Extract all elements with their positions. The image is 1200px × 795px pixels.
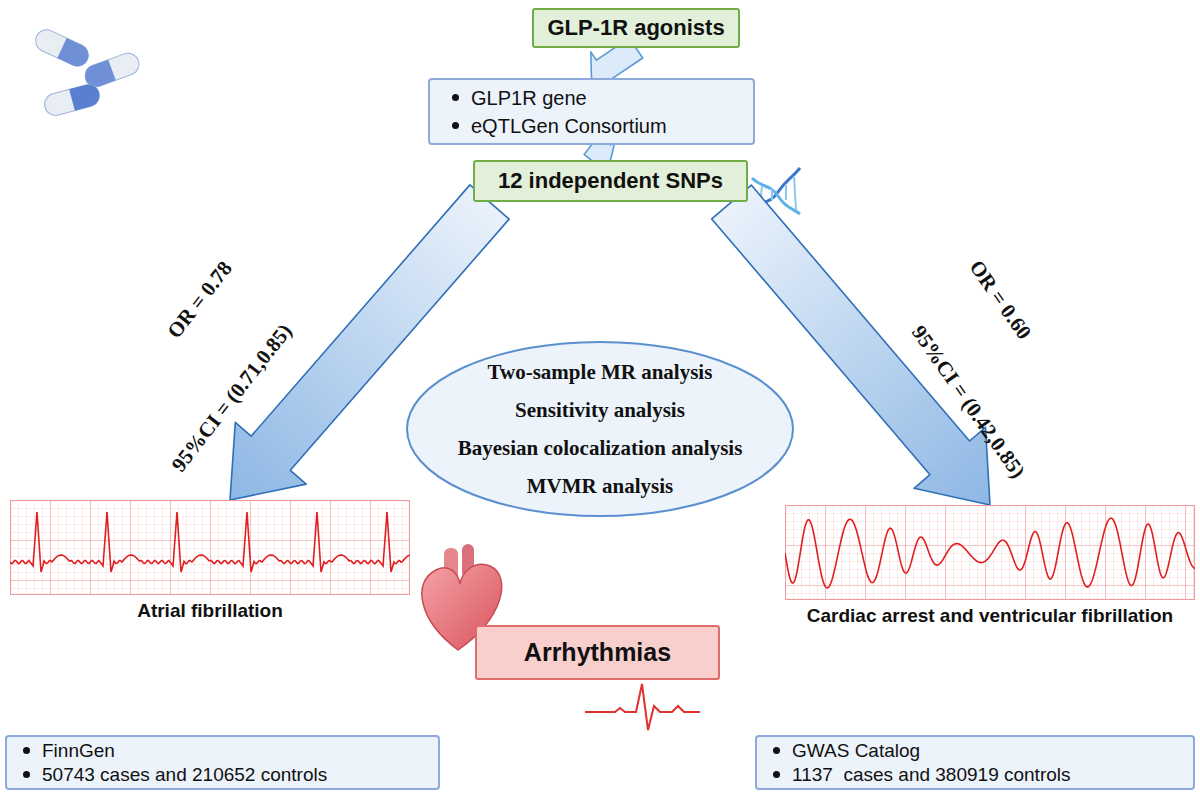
bullet-dot <box>452 122 459 129</box>
ecg-spike <box>585 684 700 730</box>
ecg-trace <box>10 512 410 572</box>
bullet-row: eQTLGen Consortium <box>452 112 753 140</box>
box-text: Arrhythmias <box>524 638 671 667</box>
process-box: 12 independent SNPs <box>473 160 748 202</box>
capsule-body <box>32 26 92 70</box>
arrow-label: OR = 0.78 <box>162 257 238 344</box>
capsule-body <box>82 50 142 90</box>
bullet-text: 1137 cases and 380919 controls <box>792 763 1071 787</box>
pill-capsule <box>42 82 102 118</box>
ellipse-shape <box>407 342 793 516</box>
bullet-text: GLP1R gene <box>471 84 587 112</box>
info-box: GLP1R geneeQTLGen Consortium <box>428 78 755 145</box>
method-text: Bayesian colocalization analysis <box>458 429 743 467</box>
bullet-dot <box>773 747 780 754</box>
ecg-panel: Cardiac arrest and ventricular fibrillat… <box>785 505 1195 625</box>
data-source-box: GWAS Catalog1137 cases and 380919 contro… <box>755 735 1195 790</box>
pill-capsule <box>82 50 142 90</box>
arrow-label: OR = 0.60 <box>964 256 1037 345</box>
bullet-row: FinnGen <box>23 739 438 763</box>
method-text: Two-sample MR analysis <box>488 353 713 391</box>
bullet-text: 50743 cases and 210652 controls <box>42 763 327 787</box>
box-text: GLP-1R agonists <box>547 15 724 41</box>
pill-capsule <box>32 26 92 70</box>
bullet-dot <box>452 94 459 101</box>
ecg-strip <box>10 500 410 595</box>
bullet-row: 50743 cases and 210652 controls <box>23 763 438 787</box>
bullet-row: GWAS Catalog <box>773 739 1193 763</box>
method-text: MVMR analysis <box>527 467 673 505</box>
box-text: 12 independent SNPs <box>498 168 723 194</box>
bullet-dot <box>23 747 30 754</box>
bullet-text: FinnGen <box>42 739 115 763</box>
bullet-text: GWAS Catalog <box>792 739 920 763</box>
ecg-panel: Atrial fibrillation <box>10 500 410 625</box>
process-box: GLP-1R agonists <box>532 8 740 48</box>
ecg-grid <box>786 506 1195 600</box>
capsule-half <box>69 82 102 110</box>
data-source-box: FinnGen50743 cases and 210652 controls <box>5 735 440 790</box>
panel-caption: Atrial fibrillation <box>0 600 445 622</box>
outcome-box: Arrhythmias <box>475 625 720 680</box>
method-text: Sensitivity analysis <box>515 391 685 429</box>
method-ellipse: Two-sample MR analysisSensitivity analys… <box>405 340 795 518</box>
bullet-dot <box>773 771 780 778</box>
bullet-dot <box>23 771 30 778</box>
ecg-trace <box>785 518 1195 588</box>
bullet-row: GLP1R gene <box>452 84 753 112</box>
bullet-text: eQTLGen Consortium <box>471 112 667 140</box>
capsule-half <box>57 38 92 70</box>
bullet-row: 1137 cases and 380919 controls <box>773 763 1193 787</box>
panel-caption: Cardiac arrest and ventricular fibrillat… <box>750 605 1200 627</box>
ecg-grid <box>11 501 410 595</box>
capsule-body <box>42 82 102 118</box>
ecg-strip <box>785 505 1195 600</box>
